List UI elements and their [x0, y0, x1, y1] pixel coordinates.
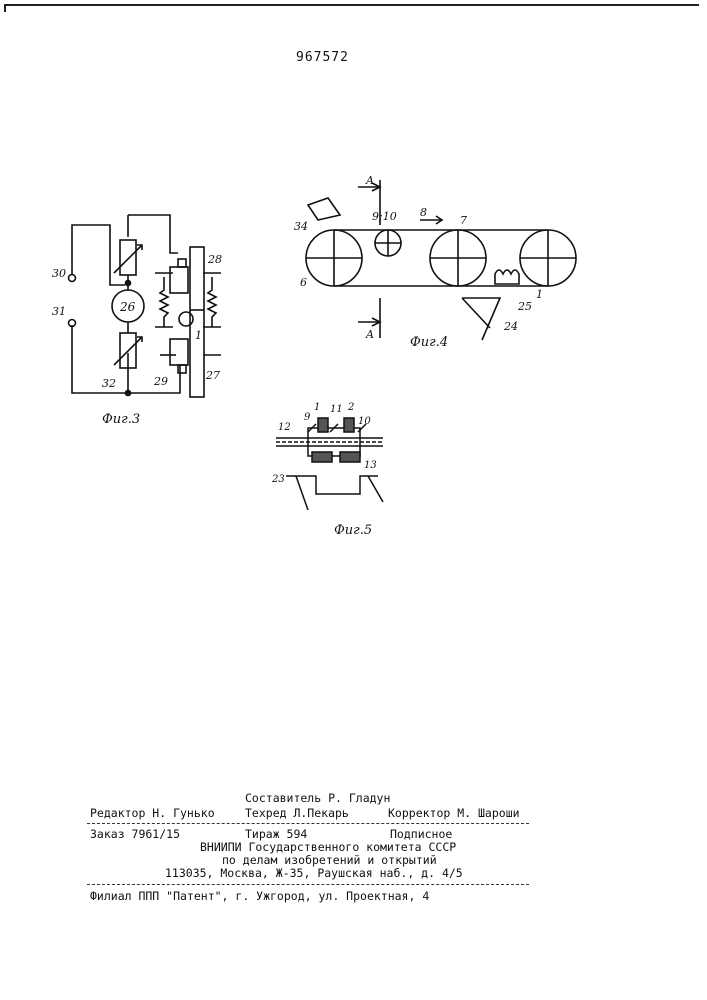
imprint-org-line2: по делам изобретений и открытий: [222, 853, 437, 867]
fig3-label-27: 27: [205, 369, 220, 382]
figure-4-conveyor: A A 34 9;10 8 7 6 25 1 24 Фиг.4: [290, 170, 600, 360]
fig5-caption: Фиг.5: [334, 523, 372, 538]
fig5-label-9: 9: [304, 412, 311, 423]
fig4-label-34: 34: [294, 220, 308, 233]
fig4-label-a-bottom: A: [365, 328, 374, 341]
imprint-editor: Редактор Н. Гунько: [90, 806, 215, 820]
imprint-branch: Филиал ППП "Патент", г. Ужгород, ул. Про…: [90, 889, 429, 903]
imprint-subscription: Подписное: [390, 827, 452, 841]
fig3-label-32: 32: [102, 377, 116, 390]
fig4-label-1: 1: [536, 288, 543, 301]
fig4-caption: Фиг.4: [410, 335, 448, 350]
fig3-caption: Фиг.3: [102, 412, 140, 427]
fig4-label-7: 7: [460, 214, 467, 227]
imprint-compiler: Составитель Р. Гладун: [245, 791, 390, 805]
fig4-label-24: 24: [503, 320, 518, 333]
fig3-label-31: 31: [52, 305, 66, 318]
fig4-label-25: 25: [517, 300, 532, 313]
imprint-divider-1: [87, 823, 529, 824]
fig5-label-10: 10: [358, 416, 371, 427]
fig4-label-8: 8: [420, 206, 427, 219]
fig5-label-11: 11: [330, 404, 343, 415]
patent-number: 967572: [296, 50, 349, 65]
fig5-label-13: 13: [364, 460, 377, 471]
figure-3-circuit: 30 31 26 32 28 29 27 1 Фиг.3: [40, 215, 250, 430]
imprint-circulation: Тираж 594: [245, 827, 307, 841]
figure-5-section: 1 11 2 9 10 12 13 23 Фиг.5: [268, 398, 408, 540]
fig3-label-28: 28: [207, 253, 222, 266]
imprint-order: Заказ 7961/15: [90, 827, 180, 841]
imprint-divider-2: [87, 884, 529, 885]
imprint-corrector: Корректор М. Шароши: [388, 806, 520, 820]
fig4-label-9-10: 9;10: [372, 210, 397, 223]
imprint-address: 113035, Москва, Ж-35, Раушская наб., д. …: [165, 866, 463, 880]
fig5-label-1: 1: [314, 402, 320, 413]
fig3-label-30: 30: [52, 267, 66, 280]
fig5-label-2: 2: [347, 402, 354, 413]
fig3-label-26: 26: [119, 300, 136, 314]
fig4-label-6: 6: [300, 276, 307, 289]
fig3-label-1: 1: [195, 329, 202, 342]
fig3-label-29: 29: [153, 375, 168, 388]
fig5-label-12: 12: [278, 422, 291, 433]
imprint-techred: Техред Л.Пекарь: [245, 806, 349, 820]
page-top-border: [4, 4, 699, 6]
fig4-label-a-top: A: [365, 174, 374, 187]
page-left-border: [4, 4, 6, 12]
fig5-label-23: 23: [271, 474, 285, 485]
imprint-org-line1: ВНИИПИ Государственного комитета СССР: [200, 840, 456, 854]
